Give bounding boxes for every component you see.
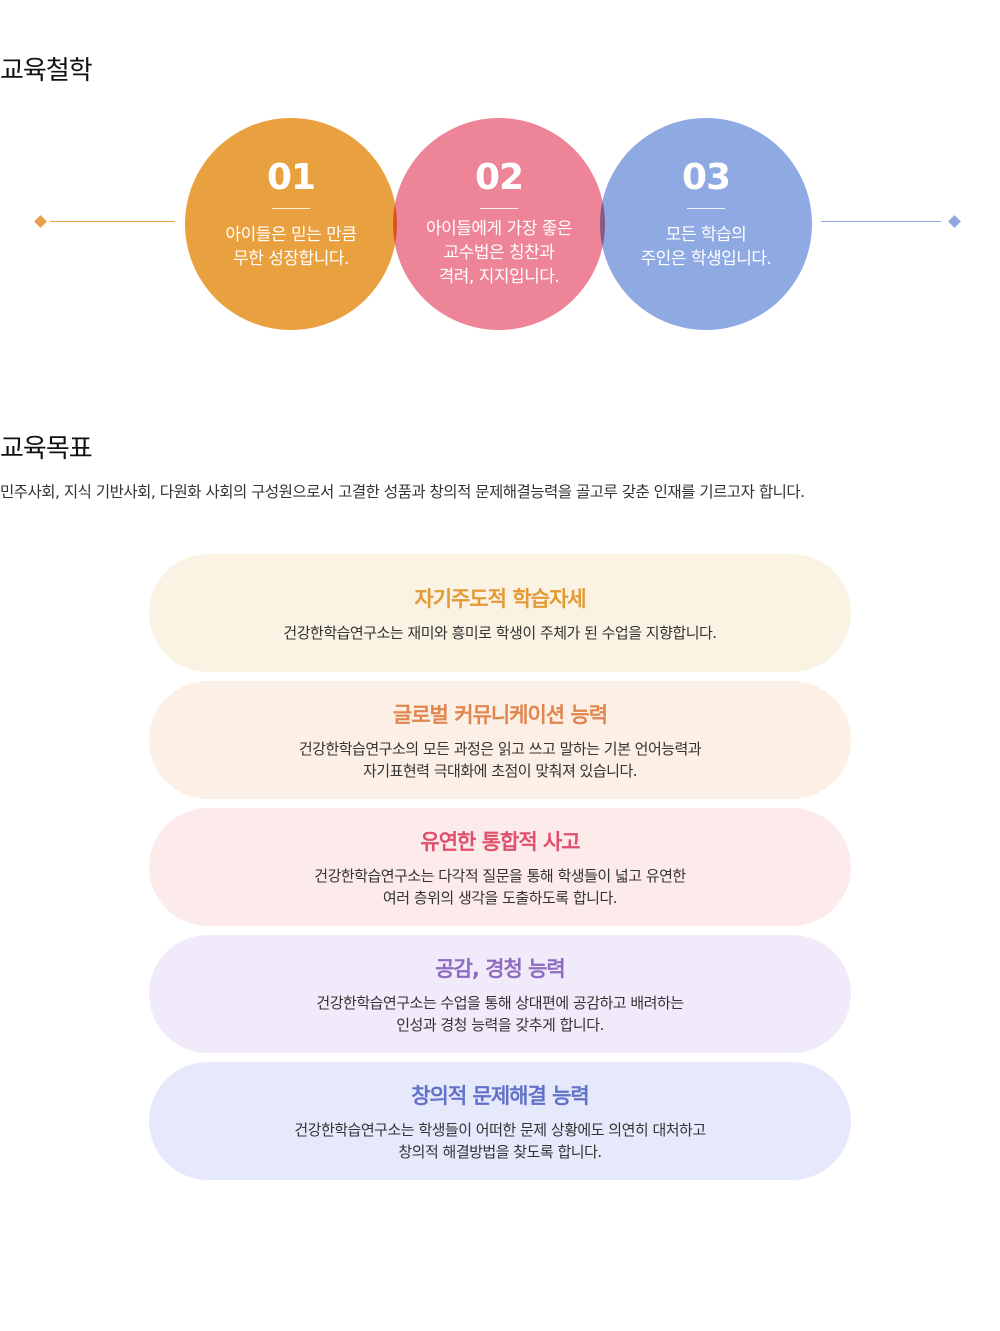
goal-title: 자기주도적 학습자세 bbox=[414, 586, 586, 611]
philosophy-number: 03 bbox=[681, 157, 731, 198]
circle-divider bbox=[480, 208, 518, 209]
goal-description: 건강한학습연구소의 모든 과정은 읽고 쓰고 말하는 기본 언어능력과 자기표현… bbox=[298, 739, 702, 780]
philosophy-text: 아이들에게 가장 좋은 교수법은 칭찬과 격려, 지지입니다. bbox=[425, 219, 573, 287]
goals-description: 민주사회, 지식 기반사회, 다원화 사회의 구성원으로서 고결한 성품과 창의… bbox=[0, 483, 805, 501]
philosophy-circle-2: 02 아이들에게 가장 좋은 교수법은 칭찬과 격려, 지지입니다. bbox=[393, 118, 605, 330]
philosophy-text: 모든 학습의 주인은 학생입니다. bbox=[640, 225, 772, 269]
philosophy-number: 02 bbox=[474, 157, 524, 198]
goal-description: 건강한학습연구소는 다각적 질문을 통해 학생들이 넓고 유연한 여러 층위의 … bbox=[314, 866, 686, 907]
philosophy-circle-1: 01 아이들은 믿는 만큼 무한 성장합니다. bbox=[185, 118, 397, 330]
goal-description: 건강한학습연구소는 재미와 흥미로 학생이 주체가 된 수업을 지향합니다. bbox=[283, 623, 717, 642]
left-divider-line bbox=[50, 221, 175, 222]
goal-title: 글로벌 커뮤니케이션 능력 bbox=[392, 702, 608, 727]
philosophy-number: 01 bbox=[266, 157, 316, 198]
goal-card-creative-problem-solving: 창의적 문제해결 능력 건강한학습연구소는 학생들이 어떠한 문제 상황에도 의… bbox=[149, 1062, 851, 1180]
philosophy-circle-3: 03 모든 학습의 주인은 학생입니다. bbox=[600, 118, 812, 330]
goal-title: 유연한 통합적 사고 bbox=[420, 829, 580, 854]
goals-title: 교육목표 bbox=[0, 434, 93, 464]
left-diamond-ornament bbox=[34, 215, 47, 228]
goal-card-flexible-thinking: 유연한 통합적 사고 건강한학습연구소는 다각적 질문을 통해 학생들이 넓고 … bbox=[149, 808, 851, 926]
right-diamond-ornament bbox=[948, 215, 961, 228]
goal-title: 창의적 문제해결 능력 bbox=[411, 1083, 590, 1108]
goal-description: 건강한학습연구소는 학생들이 어떠한 문제 상황에도 의연히 대처하고 창의적 … bbox=[294, 1120, 706, 1161]
goal-card-global-communication: 글로벌 커뮤니케이션 능력 건강한학습연구소의 모든 과정은 읽고 쓰고 말하는… bbox=[149, 681, 851, 799]
circle-divider bbox=[272, 208, 310, 209]
circle-divider bbox=[687, 208, 725, 209]
goal-card-self-directed: 자기주도적 학습자세 건강한학습연구소는 재미와 흥미로 학생이 주체가 된 수… bbox=[149, 554, 851, 672]
goal-card-empathy-listening: 공감, 경청 능력 건강한학습연구소는 수업을 통해 상대편에 공감하고 배려하… bbox=[149, 935, 851, 1053]
goal-description: 건강한학습연구소는 수업을 통해 상대편에 공감하고 배려하는 인성과 경청 능… bbox=[316, 993, 684, 1034]
philosophy-text: 아이들은 믿는 만큼 무한 성장합니다. bbox=[225, 225, 357, 269]
goal-title: 공감, 경청 능력 bbox=[435, 956, 566, 981]
philosophy-title: 교육철학 bbox=[0, 56, 93, 86]
right-divider-line bbox=[821, 221, 941, 222]
